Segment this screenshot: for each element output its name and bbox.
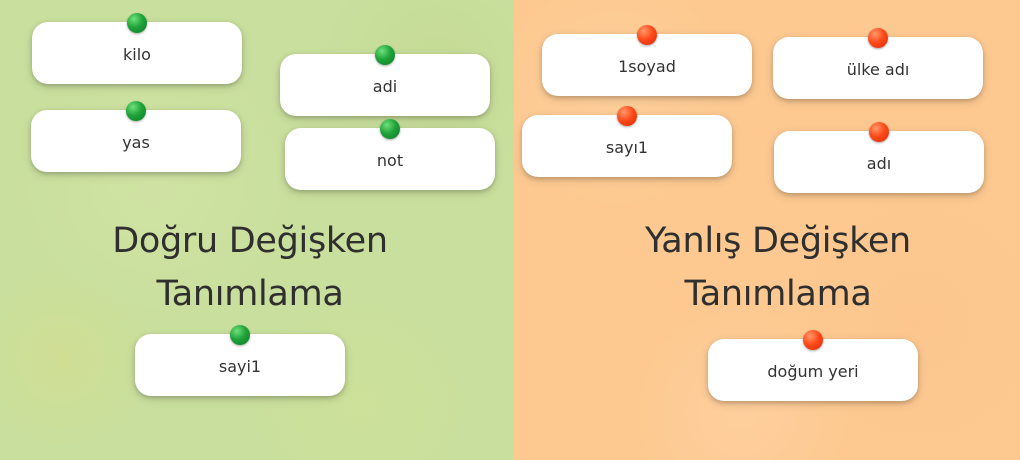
card-label: 1soyad xyxy=(618,57,676,76)
card-label: sayi1 xyxy=(218,357,262,376)
red-pin-icon xyxy=(617,106,637,126)
incorrect-zone-title-line2: Tanımlama xyxy=(684,274,872,314)
green-pin-icon xyxy=(375,45,395,65)
card-label: ülke adı xyxy=(846,60,910,79)
green-pin-icon xyxy=(230,325,250,345)
card-label: yas xyxy=(122,133,150,152)
red-pin-icon xyxy=(868,28,888,48)
variable-card-ulke-adi[interactable]: ülke adı xyxy=(773,28,983,99)
green-pin-icon xyxy=(380,119,400,139)
variable-card-not[interactable]: not xyxy=(285,119,495,190)
variable-card-yas[interactable]: yas xyxy=(31,101,241,172)
correct-zone-title: Doğru Değişken Tanımlama xyxy=(80,215,420,321)
green-pin-icon xyxy=(126,101,146,121)
variable-card-sayi1-dotless[interactable]: sayı1 xyxy=(522,106,732,177)
red-pin-icon xyxy=(637,25,657,45)
green-pin-icon xyxy=(127,13,147,33)
incorrect-zone-title-line1: Yanlış Değişken xyxy=(645,221,911,261)
correct-zone-title-line2: Tanımlama xyxy=(156,274,344,314)
card-label: adı xyxy=(866,154,892,173)
card-label: kilo xyxy=(123,45,151,64)
variable-card-dogum-yeri[interactable]: doğum yeri xyxy=(708,330,918,401)
incorrect-zone-title: Yanlış Değişken Tanımlama xyxy=(598,215,958,321)
variable-card-sayi1[interactable]: sayi1 xyxy=(135,325,345,396)
card-label: not xyxy=(376,151,404,170)
card-label: adi xyxy=(372,77,398,96)
correct-zone-title-line1: Doğru Değişken xyxy=(112,221,388,261)
card-label: doğum yeri xyxy=(767,362,859,381)
red-pin-icon xyxy=(803,330,823,350)
variable-card-kilo[interactable]: kilo xyxy=(32,13,242,84)
red-pin-icon xyxy=(869,122,889,142)
card-label: sayı1 xyxy=(605,138,649,157)
variable-card-1soyad[interactable]: 1soyad xyxy=(542,25,752,96)
variable-card-adi-dotless[interactable]: adı xyxy=(774,122,984,193)
variable-card-adi[interactable]: adi xyxy=(280,45,490,116)
